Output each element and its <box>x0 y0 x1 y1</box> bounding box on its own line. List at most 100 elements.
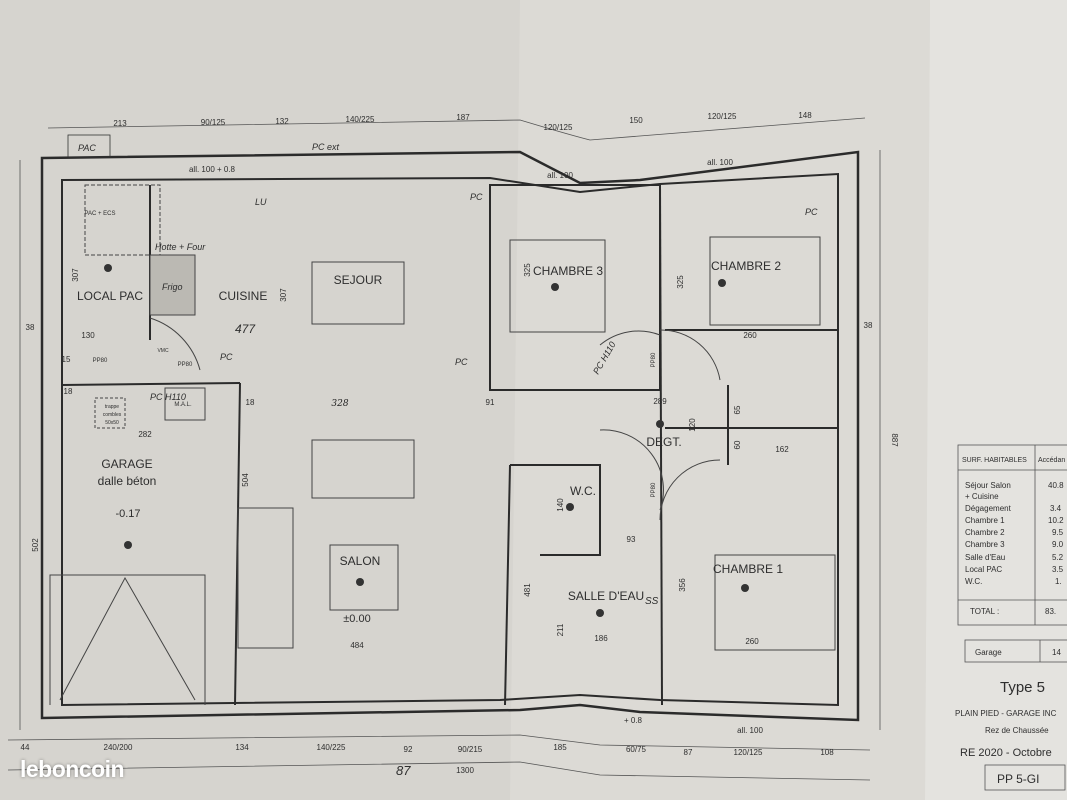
ceiling-light-icons <box>104 264 749 617</box>
inner-dim: 93 <box>627 535 636 544</box>
trappe-label: trappe <box>105 404 119 410</box>
leboncoin-watermark: leboncoin <box>20 756 125 782</box>
light-icon <box>104 264 112 272</box>
table-total-label: TOTAL : <box>970 607 999 616</box>
inner-dim: 307 <box>279 288 288 302</box>
table-header: Accédan <box>1038 457 1065 464</box>
room-local-pac: LOCAL PAC <box>77 289 143 303</box>
light-icon <box>596 609 604 617</box>
bottom-total-dim: 1300 <box>456 766 474 775</box>
table-cell: Local PAC <box>965 565 1002 574</box>
window-label: all. 100 <box>547 171 573 180</box>
light-icon <box>124 541 132 549</box>
room-chambre-2: CHAMBRE 2 <box>711 259 781 273</box>
inner-dim: 60 <box>733 440 742 449</box>
table-cell: 10.2 <box>1048 516 1064 525</box>
inner-dim: 18 <box>64 387 73 396</box>
side-total-dim: 887 <box>890 433 899 447</box>
trappe-label: combles <box>103 412 122 418</box>
room-salon: SALON <box>340 554 381 568</box>
top-dim: 140/225 <box>346 115 375 124</box>
top-dim: 132 <box>275 117 289 126</box>
table-cell: 3.5 <box>1052 565 1064 574</box>
room-cuisine: CUISINE <box>219 289 268 303</box>
top-dim: 148 <box>798 111 812 120</box>
light-icon <box>566 503 574 511</box>
inner-dim: 91 <box>486 398 495 407</box>
handwritten-note: Frigo <box>162 282 183 292</box>
table-cell: 40.8 <box>1048 481 1064 490</box>
light-icon <box>656 420 664 428</box>
bottom-dim: 185 <box>553 743 567 752</box>
furniture <box>49 184 836 705</box>
inner-dim: 38 <box>864 321 873 330</box>
title-line-3: RE 2020 - Octobre <box>960 747 1052 759</box>
door-label: PP80 <box>651 352 657 367</box>
bottom-dim: 60/75 <box>626 745 647 754</box>
bottom-dim: 134 <box>235 743 249 752</box>
table-cell: 3.4 <box>1050 504 1062 513</box>
room-chambre-1: CHAMBRE 1 <box>713 562 783 576</box>
title-line-2: Rez de Chaussée <box>985 726 1049 735</box>
inner-dim: 15 <box>62 355 71 364</box>
bottom-dim: 90/215 <box>458 745 483 754</box>
garage-surface-value: 14 <box>1052 648 1061 657</box>
handwritten-note: 477 <box>235 322 256 336</box>
door-label: PP80 <box>93 358 108 364</box>
handwritten-note: PC <box>220 352 233 362</box>
handwritten-note: LU <box>255 197 267 207</box>
top-dim: 120/125 <box>544 123 573 132</box>
light-icon <box>718 279 726 287</box>
handwritten-note: 87 <box>396 763 411 778</box>
inner-dim: 260 <box>743 331 757 340</box>
room-wc: W.C. <box>570 484 596 498</box>
handwritten-note: PC <box>470 192 483 202</box>
inner-dim: 260 <box>745 637 759 646</box>
inner-dim: 211 <box>556 623 565 636</box>
room-garage-sub: dalle béton <box>98 474 157 488</box>
inner-dim: 325 <box>523 263 532 277</box>
top-dim: 120/125 <box>708 112 737 121</box>
room-sejour: SEJOUR <box>334 273 383 287</box>
light-icon <box>356 578 364 586</box>
legend-sheet <box>925 0 1067 800</box>
pac-ecs-label: PAC + ECS <box>84 211 115 217</box>
table-cell: 9.5 <box>1052 528 1064 537</box>
plan-type: Type 5 <box>1000 679 1045 696</box>
table-cell: + Cuisine <box>965 492 999 501</box>
outer-walls <box>40 150 860 722</box>
room-chambre-3: CHAMBRE 3 <box>533 264 603 278</box>
top-dim: 150 <box>629 116 643 125</box>
plan-code: PP 5-GI <box>997 772 1039 786</box>
top-dim: 187 <box>456 113 470 122</box>
handwritten-note: Hotte + Four <box>155 242 206 252</box>
salon-level: ±0.00 <box>343 613 370 625</box>
light-icon <box>551 283 559 291</box>
inner-dim: 504 <box>241 473 250 487</box>
inner-dim: 282 <box>138 430 152 439</box>
bottom-dim: 44 <box>21 743 30 752</box>
trappe-label: 50x50 <box>105 420 119 426</box>
garage-surface-label: Garage <box>975 648 1002 657</box>
top-dim: 90/125 <box>201 118 226 127</box>
inner-dim: 484 <box>350 641 364 650</box>
bottom-dim: 140/225 <box>317 743 346 752</box>
handwritten-note: PAC <box>78 143 96 153</box>
window-label: all. 100 <box>737 726 763 735</box>
handwritten-note: PC ext <box>312 142 340 152</box>
inner-dim: 162 <box>775 445 789 454</box>
inner-dim: 289 <box>653 397 667 406</box>
inner-dim: 186 <box>594 634 608 643</box>
table-cell: Chambre 1 <box>965 516 1005 525</box>
bottom-dim: 87 <box>684 748 693 757</box>
table-total-value: 83. <box>1045 607 1056 616</box>
inner-dim: 38 <box>26 323 35 332</box>
inner-dim: 502 <box>31 538 40 552</box>
inner-dim: 65 <box>733 405 742 414</box>
window-label: + 0.8 <box>624 716 643 725</box>
table-cell: W.C. <box>965 577 982 586</box>
inner-dim: 481 <box>523 583 532 597</box>
inner-dim: 130 <box>81 331 95 340</box>
